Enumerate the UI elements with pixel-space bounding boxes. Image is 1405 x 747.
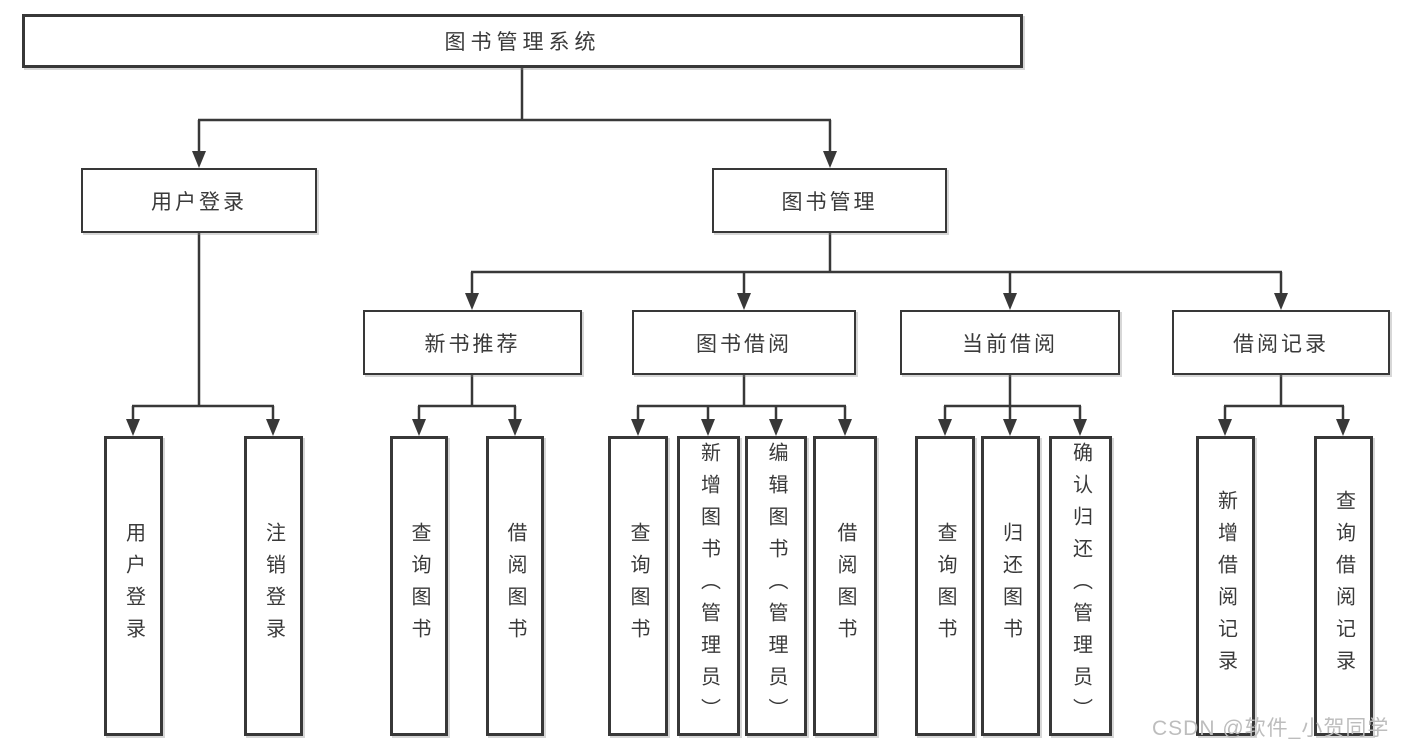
arrowhead: [823, 151, 837, 168]
arrowhead: [412, 419, 426, 436]
leaf-label: 查询图书: [408, 522, 430, 650]
leaf-add-borrow-record: 新增借阅记录: [1196, 436, 1255, 736]
arrowhead: [1274, 293, 1288, 310]
leaf-user-login: 用户登录: [104, 436, 163, 736]
leaf-label: 查询图书: [934, 522, 956, 650]
leaf-add-book-admin: 新增图书（管理员）: [677, 436, 740, 736]
arrowhead: [1336, 419, 1350, 436]
node-new-book-recommend: 新书推荐: [363, 310, 582, 375]
leaf-label: 借阅图书: [834, 522, 856, 650]
leaf-borrow-book: 借阅图书: [813, 436, 877, 736]
leaf-label: 新增借阅记录: [1214, 490, 1237, 682]
leaf-query-book-borrow: 查询图书: [608, 436, 668, 736]
node-root-system: 图书管理系统: [22, 14, 1023, 68]
node-current-borrow: 当前借阅: [900, 310, 1120, 375]
leaf-query-book-current: 查询图书: [915, 436, 975, 736]
leaf-borrow-book-recommend: 借阅图书: [486, 436, 544, 736]
arrowhead: [701, 419, 715, 436]
leaf-label: 查询借阅记录: [1332, 490, 1355, 682]
leaf-edit-book-admin: 编辑图书（管理员）: [745, 436, 807, 736]
node-user-login: 用户登录: [81, 168, 317, 233]
node-book-borrow: 图书借阅: [632, 310, 856, 375]
node-borrow-record: 借阅记录: [1172, 310, 1390, 375]
leaf-logout: 注销登录: [244, 436, 303, 736]
arrowhead: [1003, 419, 1017, 436]
leaf-query-book-recommend: 查询图书: [390, 436, 448, 736]
leaf-label: 查询图书: [627, 522, 649, 650]
arrowhead: [1073, 419, 1087, 436]
arrowhead: [769, 419, 783, 436]
csdn-watermark: CSDN @软件_小贺同学: [1152, 717, 1390, 740]
leaf-confirm-return-admin: 确认归还（管理员）: [1049, 436, 1112, 736]
node-book-management: 图书管理: [712, 168, 947, 233]
leaf-label: 借阅图书: [504, 522, 526, 650]
leaf-return-book: 归还图书: [981, 436, 1040, 736]
leaf-label: 确认归还（管理员）: [1069, 442, 1092, 730]
arrowhead: [737, 293, 751, 310]
leaf-label: 编辑图书（管理员）: [765, 442, 787, 730]
arrowhead: [631, 419, 645, 436]
leaf-query-borrow-record: 查询借阅记录: [1314, 436, 1373, 736]
leaf-label: 归还图书: [999, 522, 1022, 650]
arrowhead: [838, 419, 852, 436]
arrowhead: [266, 419, 280, 436]
leaf-label: 新增图书（管理员）: [697, 442, 720, 730]
arrowhead: [938, 419, 952, 436]
arrowhead: [192, 151, 206, 168]
arrowhead: [508, 419, 522, 436]
arrowhead: [1003, 293, 1017, 310]
arrowhead: [126, 419, 140, 436]
leaf-label: 用户登录: [122, 522, 145, 650]
leaf-label: 注销登录: [262, 522, 285, 650]
arrowhead: [465, 293, 479, 310]
arrowhead: [1218, 419, 1232, 436]
